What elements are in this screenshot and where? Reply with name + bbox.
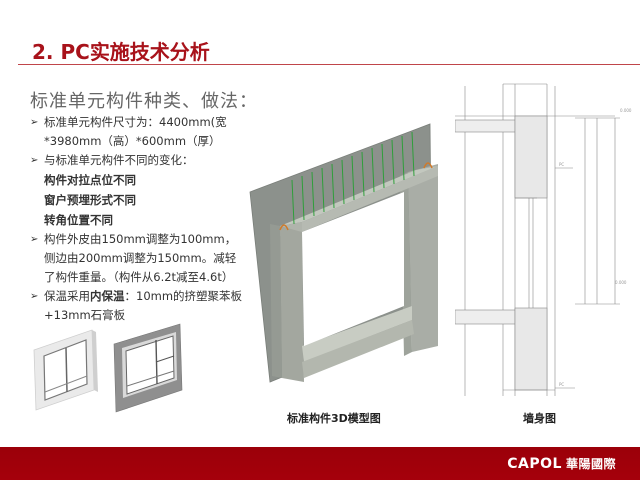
sub-item: 转角位置不同: [44, 213, 113, 227]
bullet-item: ➢ 标准单元构件尺寸为：4400mm(宽*3980mm（高）*600mm（厚）: [30, 115, 227, 148]
sub-item: 构件对拉点位不同: [44, 173, 136, 187]
white-window-render: [33, 329, 98, 411]
arrow-bullet-icon: ➢: [30, 234, 39, 245]
svg-text:PC: PC: [559, 162, 564, 167]
title-divider: [18, 64, 640, 65]
arrow-bullet-icon: ➢: [30, 291, 39, 302]
sub-item: 窗户预埋形式不同: [44, 193, 136, 207]
arrow-bullet-icon: ➢: [30, 117, 39, 128]
svg-text:0.000: 0.000: [620, 108, 632, 113]
wall-section-drawing: 0.000 0.000 PC PC: [455, 83, 632, 396]
section-subtitle: 标准单元构件种类、做法：: [30, 91, 258, 112]
lifting-hook-icon: [423, 162, 433, 169]
lifting-hook-icon: [279, 224, 289, 231]
rebar-lines: [291, 131, 415, 225]
caption-wall-section: 墙身图: [523, 412, 556, 425]
svg-text:PC: PC: [559, 382, 564, 387]
grey-window-render: [113, 323, 183, 413]
standard-component-3d-model: [249, 123, 438, 383]
bullet-item: ➢ 与标准单元构件不同的变化：: [30, 151, 245, 170]
bullet-item: ➢ 构件外皮由150mm调整为100mm，侧边由200mm调整为150mm。减轻…: [30, 232, 237, 284]
arrow-bullet-icon: ➢: [30, 155, 39, 166]
caption-3d-model: 标准构件3D模型图: [287, 412, 381, 425]
bullet-list: ➢ 标准单元构件尺寸为：4400mm(宽*3980mm（高）*600mm（厚） …: [30, 113, 245, 325]
slide-title: 2. PC实施技术分析: [32, 40, 210, 64]
bullet-item: ➢ 保温采用内保温：10mm的挤塑聚苯板+13mm石膏板: [30, 289, 243, 322]
window-unit-renders: [33, 323, 183, 413]
svg-text:0.000: 0.000: [615, 280, 627, 285]
